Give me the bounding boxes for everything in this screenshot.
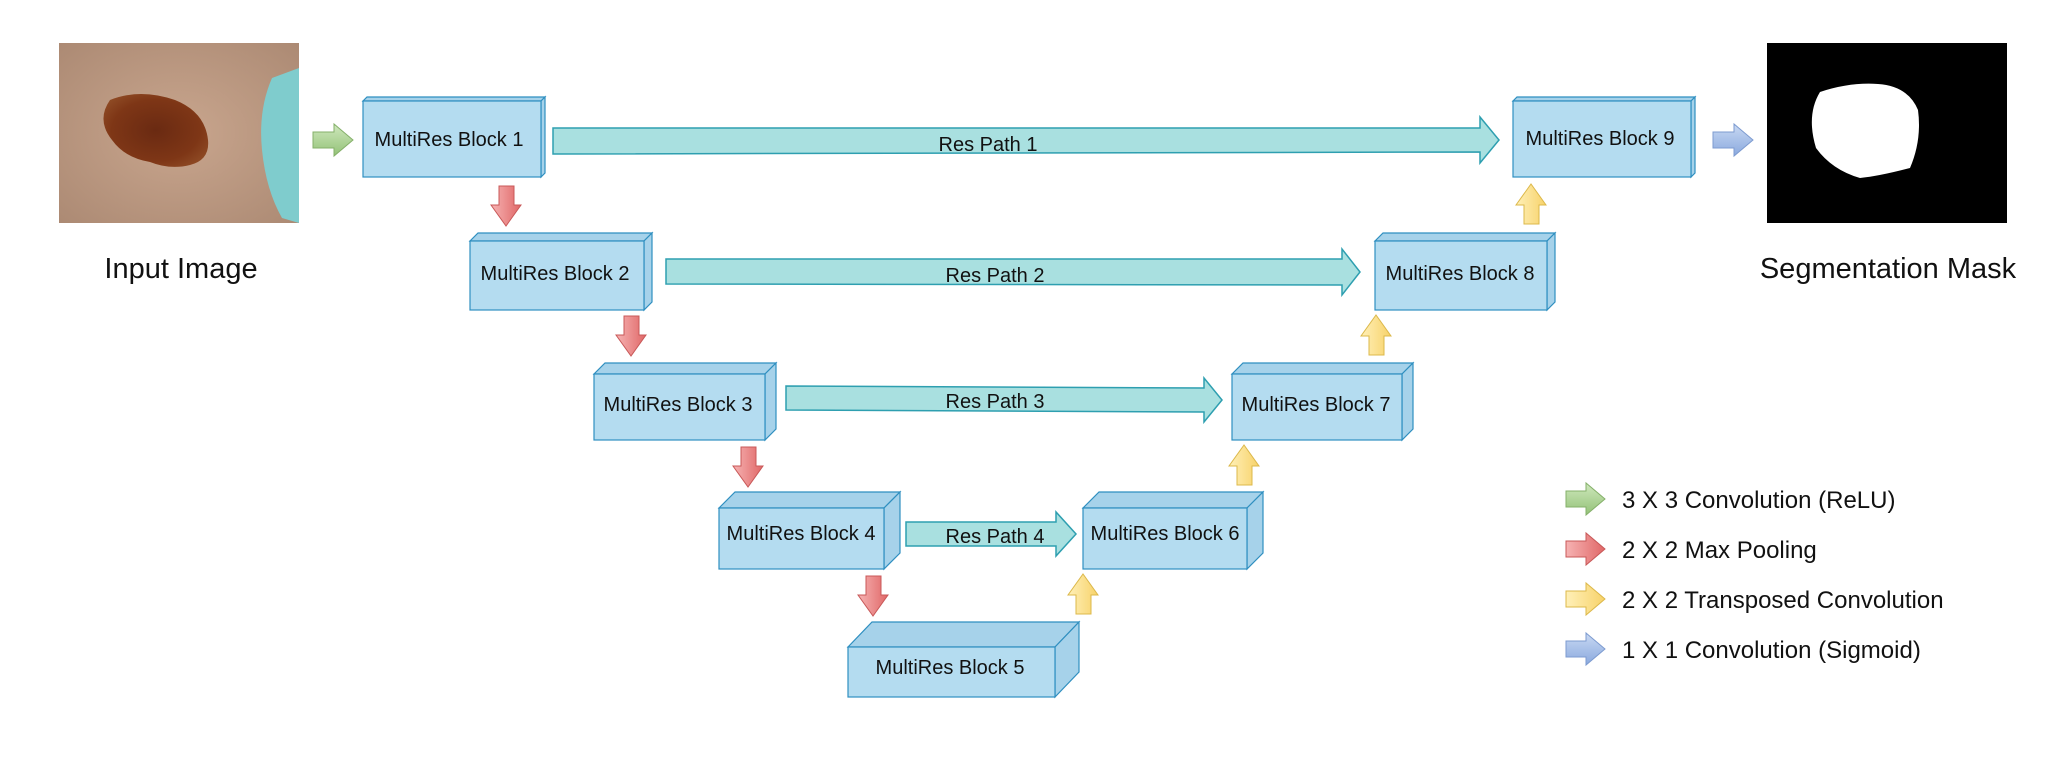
res-path-4-arrow: Res Path 4: [905, 510, 1078, 558]
multires-block-1: MultiRes Block 1: [361, 95, 547, 179]
multires-block-2-label: MultiRes Block 2: [481, 263, 630, 285]
multires-block-4-label: MultiRes Block 4: [727, 523, 876, 545]
multires-block-3-label: MultiRes Block 3: [604, 394, 753, 416]
multires-block-9: MultiRes Block 9: [1511, 95, 1697, 179]
legend-item-relu: 3 X 3 Convolution (ReLU): [1565, 481, 1895, 517]
legend-item-sigmoid: 1 X 1 Convolution (Sigmoid): [1565, 631, 1921, 667]
maxpool-arrow-1: [490, 185, 522, 227]
multires-block-6-label: MultiRes Block 6: [1091, 523, 1240, 545]
legend-label-sigmoid: 1 X 1 Convolution (Sigmoid): [1622, 637, 1921, 664]
multires-block-8-label: MultiRes Block 8: [1386, 263, 1535, 285]
transposed-conv-arrow-4: [1515, 183, 1547, 225]
res-path-1-arrow: Res Path 1: [552, 114, 1500, 166]
legend-blue-arrow-icon: [1565, 631, 1606, 667]
multires-block-7-label: MultiRes Block 7: [1242, 394, 1391, 416]
res-path-3-label: Res Path 3: [946, 391, 1045, 413]
transposed-conv-arrow-1: [1067, 573, 1099, 615]
multires-block-5: MultiRes Block 5: [846, 620, 1081, 699]
legend-label-relu: 3 X 3 Convolution (ReLU): [1622, 487, 1895, 514]
transposed-conv-arrow-2: [1228, 444, 1260, 486]
res-path-4-label: Res Path 4: [946, 526, 1045, 548]
maxpool-arrow-2: [615, 315, 647, 357]
multires-block-6: MultiRes Block 6: [1081, 490, 1265, 571]
legend-label-maxpool: 2 X 2 Max Pooling: [1622, 537, 1817, 564]
legend-red-arrow-icon: [1565, 531, 1606, 567]
input-image: [59, 43, 299, 223]
legend-green-arrow-icon: [1565, 481, 1606, 517]
segmentation-mask-image: [1767, 43, 2007, 223]
res-path-1-label: Res Path 1: [939, 134, 1038, 156]
multires-block-9-label: MultiRes Block 9: [1526, 128, 1675, 150]
legend-item-maxpool: 2 X 2 Max Pooling: [1565, 531, 1817, 567]
legend-yellow-arrow-icon: [1565, 581, 1606, 617]
multires-block-2: MultiRes Block 2: [468, 231, 654, 312]
multires-block-7: MultiRes Block 7: [1230, 361, 1415, 442]
multires-block-3: MultiRes Block 3: [592, 361, 778, 442]
blue-sigmoid-arrow: [1712, 122, 1754, 158]
maxpool-arrow-4: [857, 575, 889, 617]
green-conv-arrow: [312, 122, 354, 158]
multires-block-4: MultiRes Block 4: [717, 490, 902, 571]
res-path-2-arrow: Res Path 2: [665, 246, 1361, 298]
maxpool-arrow-3: [732, 446, 764, 488]
legend: 3 X 3 Convolution (ReLU) 2 X 2 Max Pooli…: [1565, 481, 1944, 667]
legend-item-transposed: 2 X 2 Transposed Convolution: [1565, 581, 1944, 617]
segmentation-mask-caption: Segmentation Mask: [1760, 253, 2017, 285]
multires-block-8: MultiRes Block 8: [1373, 231, 1557, 312]
multires-block-5-label: MultiRes Block 5: [876, 657, 1025, 679]
legend-label-transposed: 2 X 2 Transposed Convolution: [1622, 587, 1944, 614]
res-path-2-label: Res Path 2: [946, 265, 1045, 287]
transposed-conv-arrow-3: [1360, 314, 1392, 356]
input-image-caption: Input Image: [104, 253, 257, 285]
multires-block-1-label: MultiRes Block 1: [375, 129, 524, 151]
res-path-3-arrow: Res Path 3: [785, 375, 1223, 425]
